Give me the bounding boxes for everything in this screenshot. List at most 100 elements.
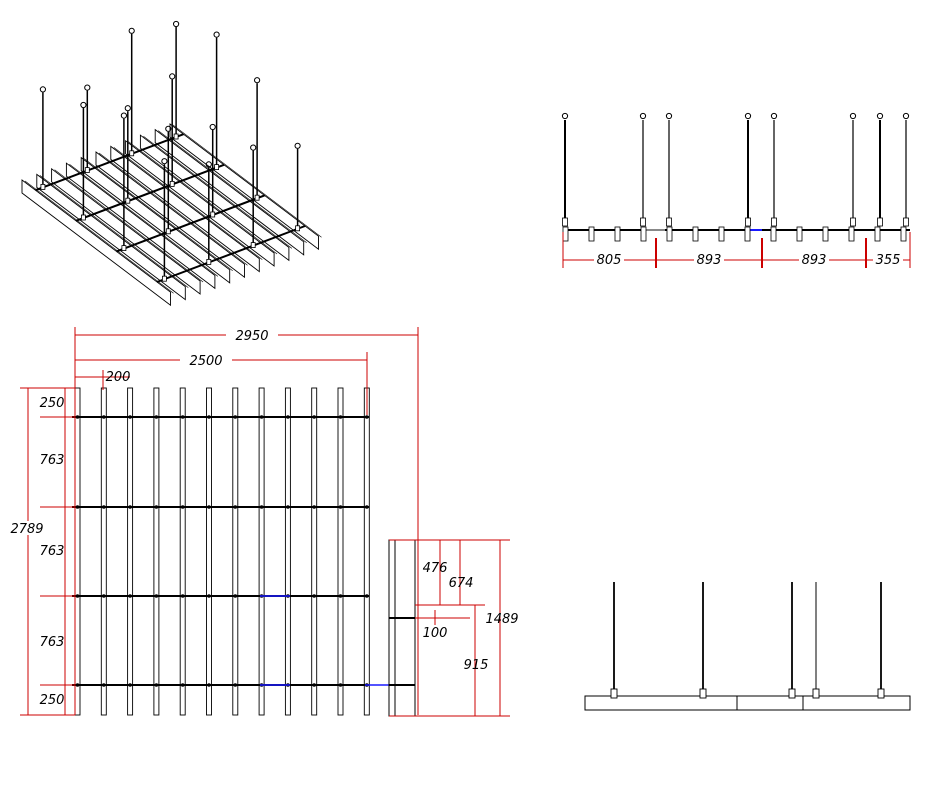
plan-view: 2950 2500 200 2789 250 763 763 763 250 4…	[8, 327, 519, 717]
plan-rail-node	[75, 683, 80, 687]
plan-rail-node	[312, 594, 317, 598]
plan-rail-node	[233, 415, 238, 419]
plan-rail-node	[180, 683, 185, 687]
iso-hanger-bracket	[125, 197, 131, 204]
front-slat	[666, 226, 673, 242]
plan-rail-node	[312, 505, 317, 509]
iso-slat-edge	[84, 158, 233, 272]
hanger-clip-icon	[80, 101, 87, 109]
plan-rail-node	[365, 415, 369, 419]
plan-rail-node	[338, 594, 343, 598]
iso-slat	[65, 162, 216, 290]
iso-hanger-bracket	[40, 183, 46, 190]
row-spacing-5: 250	[40, 693, 65, 708]
plan-rail-node	[128, 683, 132, 687]
row-spacing-2: 763	[40, 453, 65, 468]
front-slat	[848, 226, 855, 242]
plan-slat	[232, 387, 239, 716]
side-dim-a: 476	[423, 561, 448, 576]
front-slat	[588, 226, 595, 242]
hanger-clip-icon	[84, 84, 91, 91]
plan-rail-node	[75, 594, 80, 598]
iso-hanger-bracket	[84, 167, 90, 174]
side-dim-c: 100	[423, 626, 448, 641]
hanger-clip-icon	[161, 158, 168, 165]
front-hanger-bracket	[877, 217, 883, 227]
front-hanger-bracket	[903, 217, 909, 227]
plan-rail-node	[102, 505, 106, 509]
plan-rail-node	[338, 415, 343, 419]
iso-hanger-bracket	[210, 211, 216, 218]
iso-hanger-bracket	[165, 228, 171, 235]
front-slats	[562, 226, 907, 242]
iso-slat-edge	[113, 147, 263, 260]
hanger-clip-icon	[39, 86, 47, 93]
plan-rails	[72, 415, 392, 687]
iso-hanger-bracket	[129, 150, 135, 157]
iso-slat	[95, 151, 245, 279]
plan-rail-node	[365, 505, 369, 509]
plan-slat	[311, 387, 318, 716]
plan-rail-node	[154, 415, 159, 419]
plan-slat	[127, 387, 134, 716]
iso-hanger-bracket	[214, 164, 220, 171]
row-spacing-3: 763	[40, 544, 65, 559]
front-slat	[900, 226, 907, 242]
plan-rail-node	[154, 594, 159, 598]
side-view-panel	[584, 695, 911, 711]
front-dim-3: 893	[802, 253, 827, 268]
plan-dim-lines	[20, 327, 510, 717]
front-slat	[770, 226, 777, 242]
front-slat	[692, 226, 699, 242]
iso-rail	[116, 194, 265, 253]
plan-rail-node	[102, 683, 106, 687]
iso-slat	[80, 156, 231, 284]
plan-rail-node	[233, 683, 238, 687]
hanger-clip-icon	[213, 31, 220, 38]
hanger-clip-icon	[744, 112, 752, 120]
iso-rail	[35, 133, 184, 192]
front-hangers	[561, 112, 910, 227]
hanger-clip-icon	[639, 112, 647, 120]
iso-rails	[35, 133, 306, 283]
hanger-clip-icon	[128, 27, 135, 34]
hanger-clip-icon	[120, 112, 128, 119]
iso-slat-edge	[54, 169, 204, 283]
plan-slat	[100, 387, 107, 716]
hanger-clip-icon	[770, 112, 778, 120]
iso-hanger-bracket	[206, 258, 212, 265]
iso-hanger-bracket	[169, 180, 175, 187]
hanger-clip-icon	[165, 125, 172, 132]
plan-rail-node	[207, 505, 211, 509]
plan-rail-node	[128, 505, 132, 509]
plan-slat	[363, 387, 370, 716]
iso-slat	[125, 139, 275, 267]
plan-rail-node	[259, 415, 264, 419]
iso-slat-edge	[172, 124, 322, 238]
side-dim-e: 915	[464, 658, 489, 673]
plan-slat	[179, 387, 186, 716]
iso-slat-edge	[128, 141, 278, 255]
front-hanger-bracket	[640, 217, 646, 227]
dim-label-bg	[799, 252, 829, 266]
dim-label-bg	[8, 521, 46, 535]
side-elevation-view	[584, 582, 911, 711]
plan-rail-node	[102, 415, 106, 419]
plan-rail-node	[312, 415, 317, 419]
plan-rail-node	[102, 594, 106, 598]
dim-label-bg	[594, 252, 624, 266]
front-slat	[640, 226, 647, 242]
plan-rail-node	[180, 415, 185, 419]
front-hanger-bracket	[850, 217, 856, 227]
iso-slat-edge	[158, 130, 307, 244]
iso-hanger-bracket	[295, 225, 301, 232]
hanger-clip-icon	[169, 73, 176, 80]
hanger-clip-icon	[173, 20, 180, 28]
iso-slats	[21, 123, 322, 307]
front-elevation-view: 805 893 893 355	[561, 112, 911, 268]
front-slat	[562, 226, 569, 242]
front-dim-4: 355	[876, 253, 901, 268]
isometric-view	[21, 20, 322, 307]
plan-slat	[153, 387, 160, 716]
side-dim-d: 1489	[485, 612, 518, 627]
